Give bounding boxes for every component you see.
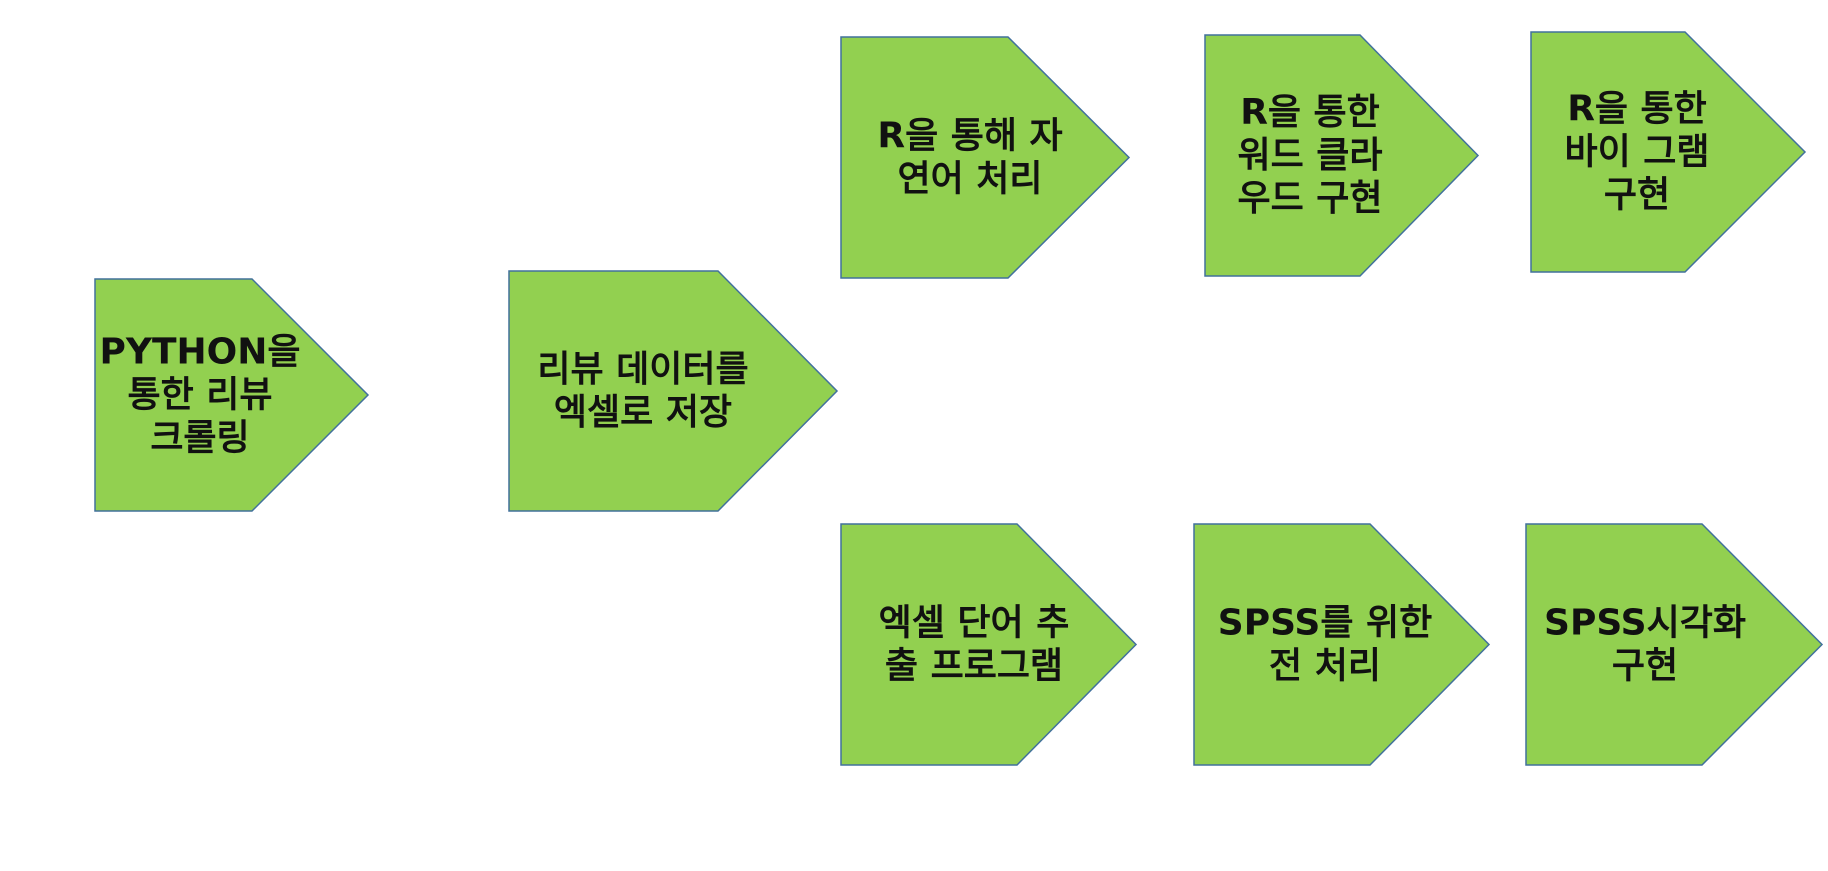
step-label-line: 연어 처리 — [897, 159, 1042, 200]
step-label-line: 구현 — [1612, 646, 1678, 687]
pentagon-arrow-shape — [1530, 31, 1807, 273]
pentagon-arrow-shape — [840, 36, 1131, 279]
step-label-line: 바이 그램 — [1564, 132, 1709, 173]
step-r-nlp: R을 통해 자연어 처리 — [840, 36, 1131, 279]
step-label-line: 우드 구현 — [1237, 178, 1382, 219]
step-label-line: 구현 — [1604, 175, 1670, 216]
step-label-line: PYTHON을 — [100, 332, 301, 373]
step-label-line: R을 통해 자 — [877, 116, 1062, 157]
step-spss-preprocess: SPSS를 위한전 처리 — [1193, 523, 1491, 766]
pentagon-arrow-shape — [1525, 523, 1824, 766]
pentagon-arrow-shape — [1193, 523, 1491, 766]
step-label-line: 출 프로그램 — [885, 646, 1063, 687]
step-excel-word-extract: 엑셀 단어 추출 프로그램 — [840, 523, 1138, 766]
step-label-line: SPSS를 위한 — [1218, 603, 1432, 644]
pentagon-arrow-shape — [508, 270, 839, 512]
step-label-line: R을 통한 — [1240, 92, 1380, 133]
step-label-line: R을 통한 — [1567, 89, 1707, 130]
step-label-line: 엑셀 단어 추 — [879, 603, 1070, 644]
step-label-line: 크롤링 — [150, 418, 249, 459]
step-label-line: 통한 리뷰 — [127, 375, 272, 416]
step-label-line: 전 처리 — [1269, 646, 1381, 687]
pentagon-arrow-shape — [94, 278, 370, 512]
step-label-line: SPSS시각화 — [1544, 603, 1746, 644]
step-label-line: 리뷰 데이터를 — [537, 349, 748, 390]
step-label-line: 워드 클라 — [1237, 135, 1382, 176]
pentagon-arrow-shape — [840, 523, 1138, 766]
step-label-line: 엑셀로 저장 — [554, 392, 732, 433]
pentagon-arrow-shape — [1204, 34, 1480, 277]
